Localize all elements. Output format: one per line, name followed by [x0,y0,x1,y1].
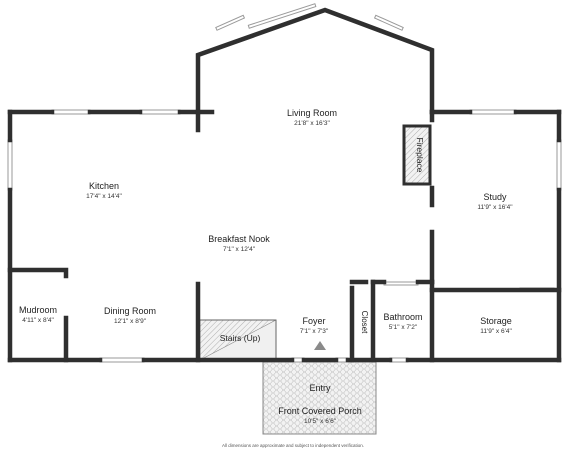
mudroom-label: Mudroom [19,305,57,315]
window-angled-left [215,14,246,31]
window-kitchen-top-2 [139,109,181,115]
window-angled-right [373,14,404,31]
mudroom-dim: 4'11" x 8'4" [22,317,54,324]
study-label: Study [483,192,507,202]
window-study-right [556,139,562,191]
window-study-top [469,109,517,115]
window-bathroom-bottom [389,357,409,363]
window-bathroom-top [383,281,419,286]
window-apex-left [247,3,317,29]
porch-label: Front Covered Porch [278,406,362,416]
foyer-label: Foyer [302,316,325,326]
living-room-label: Living Room [287,108,337,118]
living-room-dim: 21'8" x 16'3" [294,120,330,127]
window-kitchen-left [7,139,13,191]
closet-label: Closet [360,311,369,334]
entry-arrow [314,341,326,350]
entry-label: Entry [309,383,331,393]
kitchen-label: Kitchen [89,181,119,191]
wall-mudroom-top [7,267,69,279]
foyer-dim: 7'1" x 7'3" [300,328,329,335]
room-labels: Living Room 21'8" x 16'3" Kitchen 17'4" … [19,108,513,425]
window-kitchen-top [51,109,91,115]
dining-room-label: Dining Room [104,306,156,316]
porch-floor [262,361,377,435]
stairs-label: Stairs (Up) [220,333,261,343]
fireplace-label: Fireplace [415,138,425,173]
bathroom-dim: 5'1" x 7'2" [389,324,418,331]
porch-dim: 10'5" x 6'6" [304,418,337,425]
window-dining-bottom [99,357,145,363]
wall-bay [195,7,435,133]
study-dim: 11'9" x 16'4" [477,204,513,211]
disclaimer-text: All dimensions are approximate and subje… [222,443,364,448]
breakfast-nook-dim: 7'1" x 12'4" [223,246,256,253]
storage-dim: 11'9" x 6'4" [480,328,512,335]
bathroom-label: Bathroom [383,312,422,322]
dining-room-dim: 12'1" x 8'9" [114,318,147,325]
windows [7,3,562,363]
storage-label: Storage [480,316,512,326]
breakfast-nook-label: Breakfast Nook [208,234,270,244]
kitchen-dim: 17'4" x 14'4" [86,193,122,200]
walls [7,7,562,363]
fireplace-box [402,124,432,186]
